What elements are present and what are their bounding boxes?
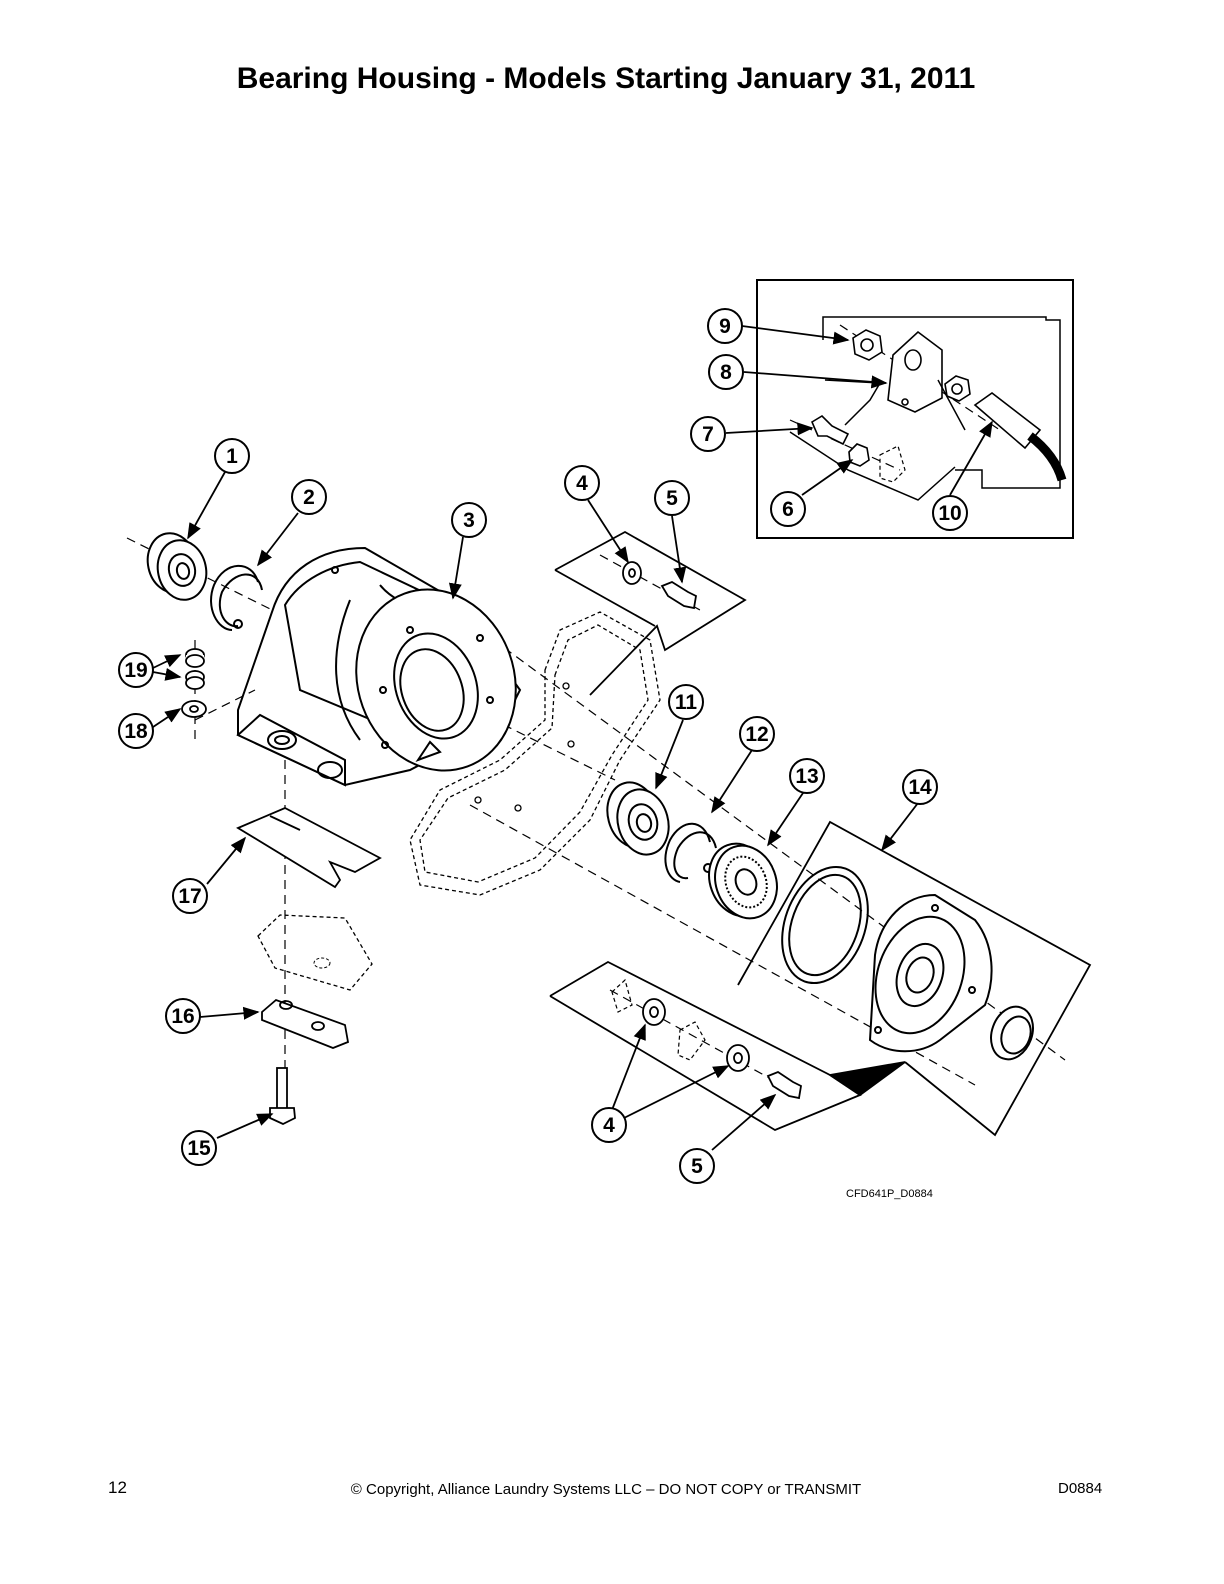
inset-detail-box xyxy=(756,279,1074,539)
callout-4-upper: 4 xyxy=(576,472,588,495)
base-hole xyxy=(313,957,331,969)
callout-5-lower: 5 xyxy=(691,1155,703,1178)
page-number: 12 xyxy=(108,1478,127,1497)
callout-16: 16 xyxy=(171,1005,194,1028)
upper-hardware-wedge xyxy=(554,530,747,696)
sensor-part-10 xyxy=(973,392,1042,450)
callout-12: 12 xyxy=(745,723,768,746)
callout-3: 3 xyxy=(463,509,475,532)
inset-wedge-lines xyxy=(789,379,966,501)
lower-hardware-parts xyxy=(611,978,802,1100)
drawing-code: CFD641P_D0884 xyxy=(846,1188,933,1200)
seal-part-13 xyxy=(708,842,778,920)
bolt-part-7 xyxy=(810,414,850,446)
bolt-part-15 xyxy=(269,1067,296,1125)
callout-19: 19 xyxy=(124,659,147,682)
callout-13: 13 xyxy=(795,765,818,788)
nut-part-sensor xyxy=(944,375,971,402)
callout-5-upper: 5 xyxy=(666,487,678,510)
callout-15: 15 xyxy=(187,1137,211,1160)
page-title: Bearing Housing - Models Starting Januar… xyxy=(236,62,976,95)
base-plate-outline xyxy=(257,914,373,991)
bearing-housing-part-3 xyxy=(236,546,522,787)
leader-arrows xyxy=(152,325,993,1151)
cover-parts-14 xyxy=(781,865,1034,1061)
shim-part-17 xyxy=(236,807,382,889)
callout-6: 6 xyxy=(782,498,794,521)
washer-axis xyxy=(194,689,256,721)
callout-11: 11 xyxy=(675,691,698,714)
nut-part-6 xyxy=(848,443,870,467)
upper-hardware-parts xyxy=(622,561,697,610)
callout-circles xyxy=(118,308,968,1184)
callout-14: 14 xyxy=(908,776,932,799)
callout-2: 2 xyxy=(303,486,315,509)
callout-4-lower: 4 xyxy=(603,1114,615,1137)
copyright-notice: © Copyright, Alliance Laundry Systems LL… xyxy=(350,1481,862,1498)
callout-8: 8 xyxy=(720,361,732,384)
bearing-part-11 xyxy=(606,781,670,856)
snap-ring-part-2 xyxy=(210,564,263,631)
nut-part-9 xyxy=(852,329,883,361)
document-code: D0884 xyxy=(1058,1480,1103,1497)
callout-7: 7 xyxy=(702,423,714,446)
callout-1: 1 xyxy=(226,445,238,468)
washers-part-18-19 xyxy=(181,648,207,718)
callout-18: 18 xyxy=(124,720,148,743)
callout-9: 9 xyxy=(719,315,731,338)
inset-parts xyxy=(810,329,1067,483)
callout-10: 10 xyxy=(938,502,961,525)
bracket-part-8 xyxy=(887,330,943,413)
channel-nut-part-16 xyxy=(261,998,350,1049)
lower-hardware-wedge xyxy=(549,960,862,1132)
mounting-plate-outline xyxy=(409,611,661,896)
callout-17: 17 xyxy=(178,885,201,908)
bearing-part-1 xyxy=(146,532,208,601)
